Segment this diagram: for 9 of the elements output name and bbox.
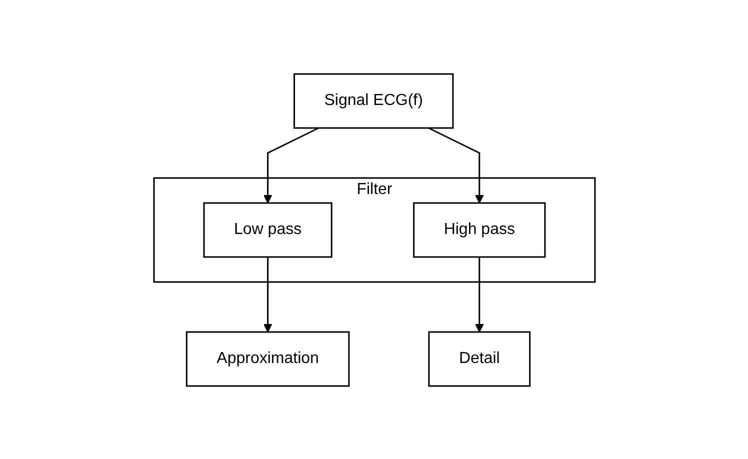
arrow bbox=[428, 126, 484, 203]
node-box: High pass bbox=[412, 202, 546, 258]
node-box: Signal ECG(f) bbox=[293, 72, 454, 128]
node-box: Detail bbox=[428, 330, 530, 386]
arrow bbox=[262, 126, 318, 203]
arrow bbox=[474, 256, 484, 332]
node-box: Low pass bbox=[202, 202, 332, 258]
node-box: Approximation bbox=[185, 330, 350, 386]
arrow bbox=[262, 256, 272, 332]
